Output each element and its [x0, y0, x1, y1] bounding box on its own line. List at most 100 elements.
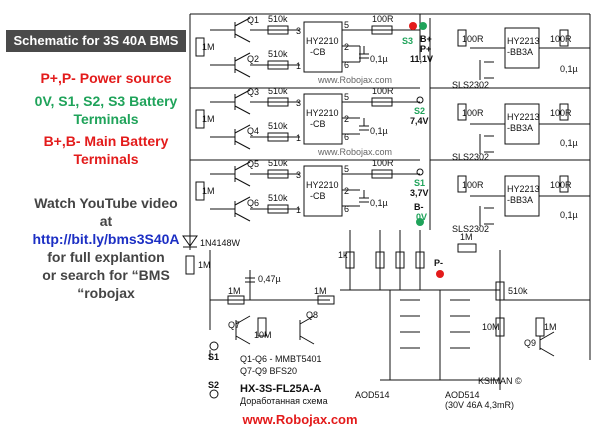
label-ic2213-2b: -BB3A — [507, 123, 533, 133]
label-ic2213-1: HY2213 — [507, 36, 540, 46]
voltage-37: 3,7V — [410, 188, 429, 198]
label-r1m-2: 1M — [202, 114, 215, 124]
label-q7: Q7 — [228, 320, 240, 330]
mosfet-aod-1: AOD514 — [355, 390, 390, 400]
label-ic2213-1b: -BB3A — [507, 47, 533, 57]
q-types-2: Q7-Q9 BFS20 — [240, 366, 297, 376]
terminal-s1: S1 — [414, 178, 425, 188]
label-cap-047: 0,47µ — [258, 274, 281, 284]
label-r1m-6: 1M — [314, 286, 327, 296]
label-cap-3: 0,1µ — [370, 198, 388, 208]
label-ic2213-2: HY2213 — [507, 112, 540, 122]
label-r100r-7: 100R — [550, 34, 572, 44]
terminal-bplus: B+ — [420, 34, 432, 44]
pin-3-b: 3 — [296, 98, 301, 108]
label-r1m-3: 1M — [202, 186, 215, 196]
label-q5: Q5 — [247, 159, 259, 169]
label-q6: Q6 — [247, 198, 259, 208]
pin-3-a: 3 — [296, 26, 301, 36]
note-robojax: “robojax — [77, 285, 135, 301]
label-r1m-8: 1M — [544, 322, 557, 332]
label-r10m-2: 10M — [482, 322, 500, 332]
pin-5-b: 5 — [344, 92, 349, 102]
note-explanation: for full explantion — [47, 249, 165, 265]
label-ic2210-1: HY2210 — [306, 36, 339, 46]
label-r100r-6: 100R — [462, 180, 484, 190]
footer-url[interactable]: www.Robojax.com — [242, 412, 358, 427]
label-ic2210-3b: -CB — [310, 191, 326, 201]
label-r510k-4: 510k — [268, 121, 288, 131]
pin-1-b: 1 — [296, 133, 301, 143]
label-diode: 1N4148W — [200, 238, 241, 248]
switch-s1: S1 — [208, 352, 219, 362]
label-q8: Q8 — [306, 310, 318, 320]
label-r100r-9: 100R — [550, 180, 572, 190]
label-sls-2: SLS2302 — [452, 152, 489, 162]
label-r1m-1: 1M — [202, 42, 215, 52]
pin-2-c: 2 — [344, 186, 349, 196]
label-q1: Q1 — [247, 15, 259, 25]
pin-1-a: 1 — [296, 61, 301, 71]
label-q4: Q4 — [247, 126, 259, 136]
pin-5-a: 5 — [344, 20, 349, 30]
note-watch: Watch YouTube video — [34, 195, 178, 211]
label-r1m-5: 1M — [228, 286, 241, 296]
note-main-2: Terminals — [73, 151, 139, 167]
label-r1k: 1k — [338, 250, 348, 260]
note-link[interactable]: http://bit.ly/bms3S40A — [32, 231, 180, 247]
banner-title: Schematic for 3S 40A BMS — [6, 30, 186, 52]
label-r1m-4: 1M — [198, 260, 211, 270]
label-ic2210-2b: -CB — [310, 119, 326, 129]
modified-schematic: Доработанная схема — [240, 396, 328, 406]
pin-6-b: 6 — [344, 132, 349, 142]
label-r100r-3: 100R — [372, 158, 394, 168]
label-cap-6: 0,1µ — [560, 210, 578, 220]
pin-2-a: 2 — [344, 42, 349, 52]
pin-5-c: 5 — [344, 164, 349, 174]
label-q2: Q2 — [247, 54, 259, 64]
terminal-pplus: P+ — [420, 44, 431, 54]
voltage-74: 7,4V — [410, 116, 429, 126]
label-cap-5: 0,1µ — [560, 138, 578, 148]
pin-1-c: 1 — [296, 205, 301, 215]
label-r100r-4: 100R — [462, 34, 484, 44]
label-r1m-7: 1M — [460, 232, 473, 242]
label-ic2210-3: HY2210 — [306, 180, 339, 190]
label-ic2213-3b: -BB3A — [507, 195, 533, 205]
note-search: or search for “BMS — [42, 267, 170, 283]
label-r510k-1: 510k — [268, 14, 288, 24]
q-types-1: Q1-Q6 - MMBT5401 — [240, 354, 322, 364]
voltage-111: 11,1V — [410, 54, 433, 64]
label-cap-4: 0,1µ — [560, 64, 578, 74]
author-credit: KSIMAN © — [478, 376, 522, 386]
label-r510k-6: 510k — [268, 193, 288, 203]
label-r100r-2: 100R — [372, 86, 394, 96]
label-r510k-5: 510k — [268, 158, 288, 168]
switch-s2: S2 — [208, 380, 219, 390]
terminal-pminus: P- — [434, 258, 443, 268]
label-r510k-3: 510k — [268, 86, 288, 96]
label-sls-1: SLS2302 — [452, 80, 489, 90]
pin-2-b: 2 — [344, 114, 349, 124]
note-battery-2: Terminals — [73, 111, 139, 127]
watermark-1: www.Robojax.com — [317, 75, 392, 85]
label-ic2210-2: HY2210 — [306, 108, 339, 118]
label-ic2213-3: HY2213 — [507, 184, 540, 194]
label-cap-1: 0,1µ — [370, 54, 388, 64]
label-r100r-5: 100R — [462, 108, 484, 118]
note-power: P+,P- Power source — [40, 70, 172, 86]
note-at: at — [99, 213, 113, 229]
pin-6-c: 6 — [344, 204, 349, 214]
label-q3: Q3 — [247, 87, 259, 97]
pin-3-c: 3 — [296, 170, 301, 180]
note-battery-1: 0V, S1, S2, S3 Battery — [34, 93, 178, 109]
note-main-1: B+,B- Main Battery — [43, 133, 169, 149]
label-r100r-8: 100R — [550, 108, 572, 118]
label-cap-2: 0,1µ — [370, 126, 388, 136]
watermark-2: www.Robojax.com — [317, 147, 392, 157]
label-r510k-2: 510k — [268, 49, 288, 59]
terminal-bminus: B- — [414, 202, 424, 212]
label-r100r-1: 100R — [372, 14, 394, 24]
